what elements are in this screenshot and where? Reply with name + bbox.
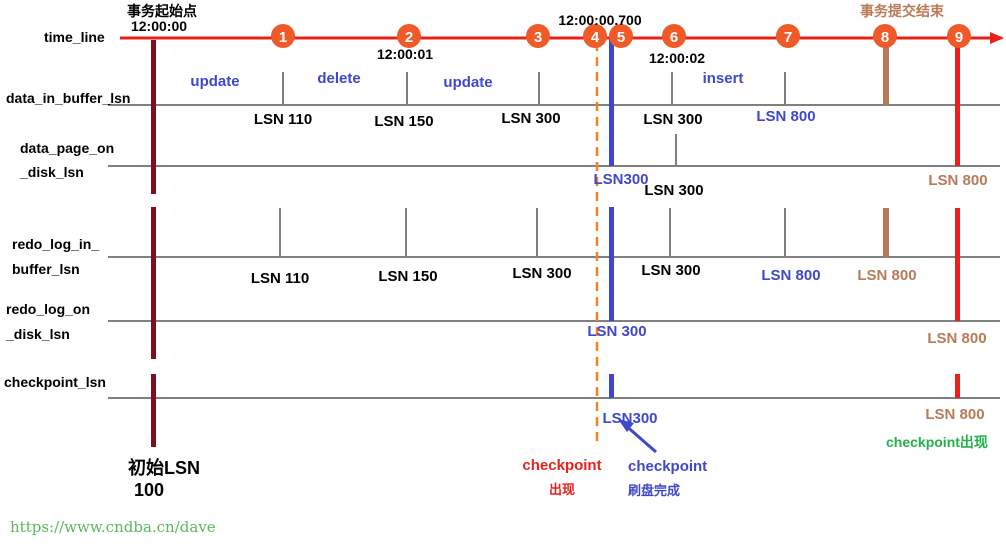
lsn-buffer-1: LSN 110 — [254, 111, 312, 128]
svg-text:1: 1 — [279, 29, 287, 46]
lsn-buffer-6: LSN 300 — [643, 111, 702, 128]
row-label-data-page-on-disk-1: data_page_on — [20, 140, 114, 156]
marker-1: 1 — [271, 24, 295, 48]
marker-7: 7 — [776, 24, 800, 48]
commit-title: 事务提交结束 — [860, 3, 945, 19]
lsn-redo-disk-5: LSN 300 — [587, 323, 646, 340]
watermark: https://www.cndba.cn/dave — [10, 518, 216, 536]
op-update-2: update — [443, 74, 492, 91]
row-label-redo-on-disk-1: redo_log_on — [6, 301, 90, 317]
svg-text:5: 5 — [617, 29, 625, 46]
lsn-redo-buffer-2: LSN 150 — [378, 268, 437, 285]
row-label-data-in-buffer: data_in_buffer_lsn — [6, 90, 130, 106]
checkpoint-flush-label: checkpoint — [628, 458, 707, 475]
start-bar-bottom — [151, 374, 156, 447]
row-label-redo-in-buffer-1: redo_log_in_ — [12, 236, 99, 252]
initial-lsn-value: 100 — [134, 480, 164, 500]
lsn-buffer-3: LSN 300 — [501, 110, 560, 127]
svg-text:2: 2 — [405, 29, 413, 46]
marker-3: 3 — [526, 24, 550, 48]
brown-bar-middle — [883, 208, 889, 257]
lsn-disk-page-9: LSN 800 — [928, 172, 987, 189]
start-title: 事务起始点 — [127, 3, 197, 19]
svg-text:9: 9 — [955, 29, 963, 46]
red-bar-middle — [955, 208, 960, 321]
blue-bar-middle — [609, 207, 614, 321]
brown-bar-top — [883, 40, 889, 105]
marker-8: 8 — [873, 24, 897, 48]
checkpoint-appear-label: checkpoint — [522, 457, 601, 474]
row-label-redo-on-disk-2: _disk_lsn — [5, 326, 70, 342]
time-label-6: 12:00:02 — [649, 50, 705, 66]
lsn-redo-buffer-6: LSN 300 — [641, 262, 700, 279]
row-label-data-page-on-disk-2: _disk_lsn — [19, 164, 84, 180]
marker-2: 2 — [397, 24, 421, 48]
marker-6: 6 — [662, 24, 686, 48]
lsn-redo-buffer-3: LSN 300 — [512, 265, 571, 282]
checkpoint-flush-label-2: 刷盘完成 — [628, 483, 680, 498]
checkpoint-appear-label-2: 出现 — [549, 482, 575, 497]
lsn-redo-buffer-1: LSN 110 — [251, 270, 309, 287]
red-bar-top — [955, 40, 960, 166]
marker-9: 9 — [947, 24, 971, 48]
lsn-checkpoint-9: LSN 800 — [925, 406, 984, 423]
row-label-time-line: time_line — [44, 29, 105, 45]
blue-bar-top — [609, 38, 614, 166]
start-time: 12:00:00 — [131, 18, 187, 34]
op-delete: delete — [317, 70, 360, 87]
lsn-redo-buffer-7: LSN 800 — [761, 267, 820, 284]
initial-lsn-label: 初始LSN — [128, 457, 200, 478]
svg-text:8: 8 — [881, 29, 889, 46]
start-bar-middle — [151, 207, 156, 359]
op-insert: insert — [703, 70, 744, 87]
svg-text:7: 7 — [784, 29, 792, 46]
blue-bar-bottom — [609, 374, 614, 398]
row-label-redo-in-buffer-2: buffer_lsn — [12, 261, 80, 277]
lsn-disk-page-6: LSN 300 — [644, 182, 703, 199]
lsn-checkpoint-5: LSN300 — [602, 410, 657, 427]
time-label-2: 12:00:01 — [377, 46, 433, 62]
svg-text:4: 4 — [591, 29, 600, 46]
row-label-checkpoint: checkpoint_lsn — [4, 374, 106, 390]
checkpoint-appear-green-label: checkpoint出现 — [886, 434, 988, 450]
lsn-disk-page-5: LSN300 — [593, 171, 648, 188]
red-bar-bottom — [955, 374, 960, 398]
svg-text:6: 6 — [670, 29, 678, 46]
time-label-4: 12:00:00.700 — [558, 12, 642, 28]
marker-5: 5 — [609, 24, 633, 48]
checkpoint-pointer-arrowhead — [618, 419, 634, 432]
op-update-1: update — [190, 73, 239, 90]
svg-text:3: 3 — [534, 29, 542, 46]
start-bar-top — [151, 40, 156, 194]
marker-4: 4 — [583, 24, 607, 48]
lsn-buffer-7: LSN 800 — [756, 108, 815, 125]
lsn-buffer-2: LSN 150 — [374, 113, 433, 130]
lsn-redo-disk-9: LSN 800 — [927, 330, 986, 347]
lsn-redo-buffer-8: LSN 800 — [857, 267, 916, 284]
